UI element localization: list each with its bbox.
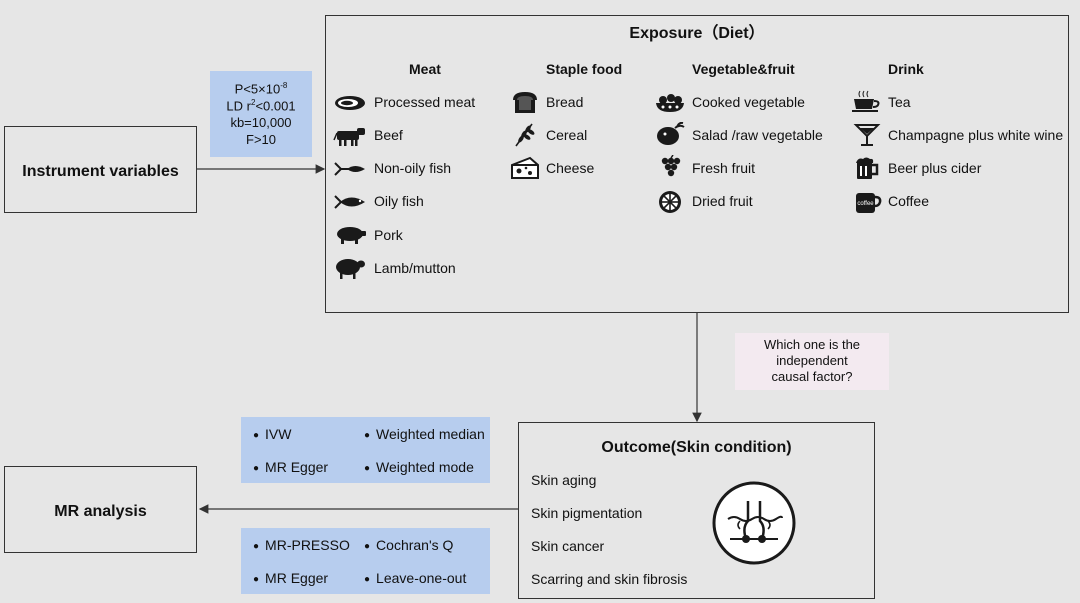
vegfruit-item-fresh-fruit: Fresh fruit [692,160,756,176]
cocktail-glass-icon [853,124,881,146]
steak-icon [335,96,365,110]
method-mr-presso: MR-PRESSO [253,537,350,553]
sheep-icon [336,259,365,279]
question-box: Which one is the independent causal fact… [735,333,889,390]
category-vegetable-fruit: Vegetable&fruit [692,61,795,77]
vegfruit-item-cooked-vegetable: Cooked vegetable [692,94,805,110]
outcome-box: Outcome(Skin condition) [518,422,875,599]
question-line-3: causal factor? [771,369,853,384]
category-drink: Drink [888,61,924,77]
meat-item-beef: Beef [374,127,403,143]
bread-icon [513,92,537,113]
outcome-item-skin-cancer: Skin cancer [531,538,605,554]
p-threshold: P<5×10-8 [234,81,288,97]
salad-icon [657,122,685,145]
question-line-1: Which one is the [763,337,861,352]
drink-item-champagne-white-wine: Champagne plus white wine [888,127,1064,143]
skin-hair-follicle-icon [712,481,796,565]
vegfruit-item-dried-fruit: Dried fruit [692,193,753,209]
meat-item-pork: Pork [374,227,403,243]
coffee-mug-label: coffee [857,201,874,207]
fish-icon [334,195,365,209]
staple-item-cheese: Cheese [546,160,595,176]
wheat-icon [515,123,535,147]
mr-methods-primary-box: IVW Weighted median MR Egger Weighted mo… [241,417,490,483]
cow-icon [333,128,365,146]
beer-mug-icon [856,157,879,179]
category-staple-food: Staple food [546,61,623,77]
iv-criteria-box: P<5×10-8 LD r2<0.001 kb=10,000 F>10 [210,71,312,157]
pig-icon [337,227,366,244]
drink-item-coffee: Coffee [888,193,929,209]
mr-methods-sensitivity-box: MR-PRESSO Cochran's Q MR Egger Leave-one… [241,528,490,594]
instrument-variables-box: Instrument variables [4,126,197,213]
ld-threshold: LD r2<0.001 [226,98,296,114]
grapes-icon [661,155,681,177]
outcome-title: Outcome(Skin condition) [601,439,792,456]
method-cochrans-q: Cochran's Q [364,537,453,553]
question-line-2: independent [776,353,848,368]
outcome-item-scarring-fibrosis: Scarring and skin fibrosis [531,571,688,587]
staple-item-bread: Bread [546,94,584,110]
meat-item-non-oily-fish: Non-oily fish [374,160,452,176]
meat-item-oily-fish: Oily fish [374,193,424,209]
method-mr-egger: MR Egger [253,459,328,475]
drink-item-tea: Tea [888,94,911,110]
mr-analysis-label: MR analysis [54,503,147,520]
method-weighted-mode: Weighted mode [364,459,474,475]
coffee-mug-icon: coffee [856,193,882,213]
outcome-item-skin-pigmentation: Skin pigmentation [531,505,643,521]
cheese-icon [511,156,539,179]
orange-slice-icon [659,191,681,213]
drink-item-beer-cider: Beer plus cider [888,160,982,176]
vegfruit-item-salad-raw-vegetable: Salad /raw vegetable [692,127,823,143]
cooked-vegetable-icon [656,94,684,112]
outcome-item-skin-aging: Skin aging [531,472,597,488]
meat-item-processed-meat: Processed meat [374,94,476,110]
instrument-variables-label: Instrument variables [22,163,179,180]
method-mr-egger-sensitivity: MR Egger [253,570,328,586]
teacup-icon [852,90,880,112]
exposure-title: Exposure（Diet） [629,25,765,42]
kb-window: kb=10,000 [230,115,292,130]
method-ivw: IVW [253,426,291,442]
method-leave-one-out: Leave-one-out [364,570,466,586]
meat-item-lamb-mutton: Lamb/mutton [374,260,456,276]
f-statistic: F>10 [246,132,276,147]
category-meat: Meat [409,61,441,77]
staple-item-cereal: Cereal [546,127,588,143]
exposure-box: Exposure（Diet） [325,15,1069,313]
method-weighted-median: Weighted median [364,426,485,442]
fish-icon [334,162,365,176]
mr-analysis-box: MR analysis [4,466,197,553]
